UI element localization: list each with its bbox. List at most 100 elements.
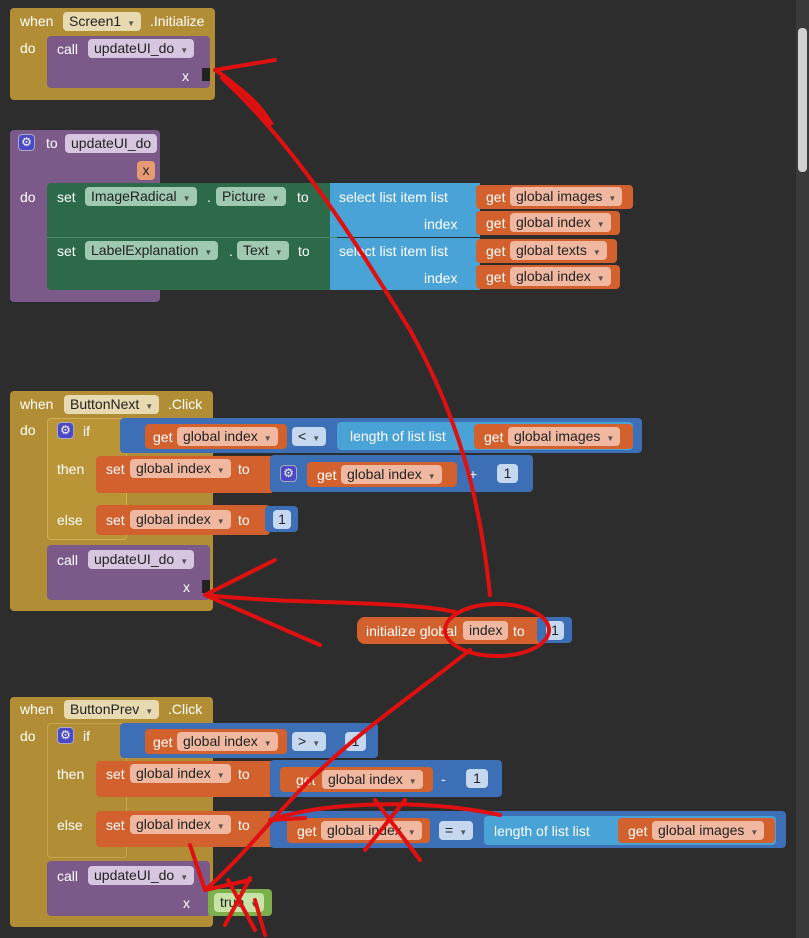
component-dropdown[interactable]: Screen1 ▼: [63, 12, 142, 31]
variable-name-field[interactable]: index: [463, 621, 509, 640]
gear-icon[interactable]: ⚙: [18, 134, 35, 151]
if-label: if: [83, 728, 90, 744]
dropdown-value: ButtonPrev: [70, 701, 140, 717]
variable-dropdown[interactable]: global index▼: [130, 764, 231, 783]
dropdown-arrow-icon: ▼: [750, 828, 759, 837]
component-dropdown[interactable]: LabelExplanation▼: [85, 241, 219, 260]
dropdown-arrow-icon: ▼: [596, 274, 605, 283]
dropdown-value: Text: [243, 242, 269, 258]
index-label: index: [424, 270, 458, 286]
dropdown-arrow-icon: ▼: [127, 19, 136, 28]
set-label: set: [106, 512, 125, 528]
get-label: get: [486, 243, 506, 259]
variable-dropdown[interactable]: global images▼: [510, 187, 623, 206]
empty-socket[interactable]: [202, 68, 210, 81]
dropdown-arrow-icon: ▼: [145, 707, 154, 716]
index-label: index: [424, 216, 458, 232]
dropdown-arrow-icon: ▼: [608, 194, 617, 203]
variable-dropdown[interactable]: global images▼: [508, 427, 621, 446]
variable-dropdown[interactable]: global index ▼: [341, 465, 442, 484]
property-dropdown[interactable]: Picture▼: [216, 187, 286, 206]
get-label: get: [317, 467, 337, 483]
boolean-dropdown[interactable]: true▼: [214, 893, 265, 912]
procedure-dropdown[interactable]: updateUI_do▼: [88, 866, 195, 885]
empty-socket[interactable]: [202, 580, 210, 593]
number-field[interactable]: 1: [546, 621, 564, 640]
get-variable-block[interactable]: get global index ▼: [307, 462, 457, 487]
component-dropdown[interactable]: ImageRadical▼: [85, 187, 197, 206]
set-label: set: [106, 766, 125, 782]
dropdown-value: updateUI_do: [94, 551, 175, 567]
variable-dropdown[interactable]: global index▼: [321, 821, 422, 840]
gear-icon[interactable]: ⚙: [280, 465, 297, 482]
dropdown-arrow-icon: ▼: [263, 434, 272, 443]
number-field[interactable]: 1: [345, 732, 366, 751]
to-label: to: [238, 766, 250, 782]
operator-dropdown[interactable]: =▼: [439, 821, 474, 840]
variable-dropdown[interactable]: global images▼: [652, 821, 765, 840]
event-label: .Initialize: [150, 13, 205, 29]
dropdown-arrow-icon: ▼: [427, 472, 436, 481]
get-label: get: [153, 734, 173, 750]
event-label: .Click: [168, 396, 203, 412]
arg-label: x: [182, 68, 189, 84]
number-field[interactable]: 1: [273, 510, 291, 529]
dropdown-value: global images: [514, 428, 601, 444]
scrollbar-thumb[interactable]: [798, 28, 807, 172]
number-field[interactable]: 1: [497, 464, 518, 483]
gear-icon[interactable]: ⚙: [57, 727, 74, 744]
set-label: set: [57, 243, 76, 259]
variable-dropdown[interactable]: global index▼: [510, 213, 611, 232]
dropdown-arrow-icon: ▼: [216, 822, 225, 831]
param-x[interactable]: x: [137, 161, 155, 180]
arg-label: x: [183, 895, 190, 911]
dropdown-value: global index: [136, 816, 211, 832]
procedure-dropdown[interactable]: updateUI_do▼: [88, 550, 195, 569]
call-label: call: [57, 552, 79, 568]
variable-dropdown[interactable]: global index▼: [510, 267, 611, 286]
variable-dropdown[interactable]: global index▼: [322, 770, 423, 789]
dropdown-arrow-icon: ▼: [216, 517, 225, 526]
else-label: else: [57, 817, 83, 833]
number-block[interactable]: 1: [265, 506, 298, 532]
dropdown-value: Screen1: [69, 13, 122, 29]
component-dropdown[interactable]: ButtonNext▼: [64, 395, 160, 414]
number-field[interactable]: 1: [466, 769, 488, 788]
set-label: set: [106, 817, 125, 833]
dropdown-value: LabelExplanation: [91, 242, 199, 258]
variable-dropdown[interactable]: global index▼: [130, 510, 231, 529]
when-label: when: [20, 701, 54, 717]
variable-dropdown[interactable]: global index ▼: [130, 815, 231, 834]
boolean-block[interactable]: true▼: [208, 889, 272, 916]
variable-dropdown[interactable]: global index▼: [130, 459, 231, 478]
operator-dropdown[interactable]: <▼: [292, 427, 327, 446]
operator-dropdown[interactable]: >▼: [292, 732, 327, 751]
to-label: to: [513, 623, 525, 639]
vertical-scrollbar[interactable]: [796, 0, 809, 938]
component-dropdown[interactable]: ButtonPrev ▼: [64, 700, 160, 719]
procedure-name-field[interactable]: updateUI_do: [65, 134, 158, 153]
dropdown-value: true: [220, 894, 245, 910]
dropdown-arrow-icon: ▼: [216, 466, 225, 475]
property-dropdown[interactable]: Text▼: [237, 241, 289, 260]
variable-dropdown[interactable]: global index▼: [177, 427, 278, 446]
length-label: length of list list: [350, 428, 446, 444]
procedure-dropdown[interactable]: updateUI_do▼: [88, 39, 195, 58]
variable-dropdown[interactable]: global texts▼: [510, 241, 607, 260]
number-block[interactable]: 1: [537, 617, 572, 643]
dropdown-value: global index: [347, 466, 422, 482]
gear-icon[interactable]: ⚙: [57, 422, 74, 439]
variable-dropdown[interactable]: global index▼: [177, 732, 278, 751]
dropdown-value: global texts: [516, 242, 587, 258]
dropdown-arrow-icon: ▼: [459, 828, 468, 837]
